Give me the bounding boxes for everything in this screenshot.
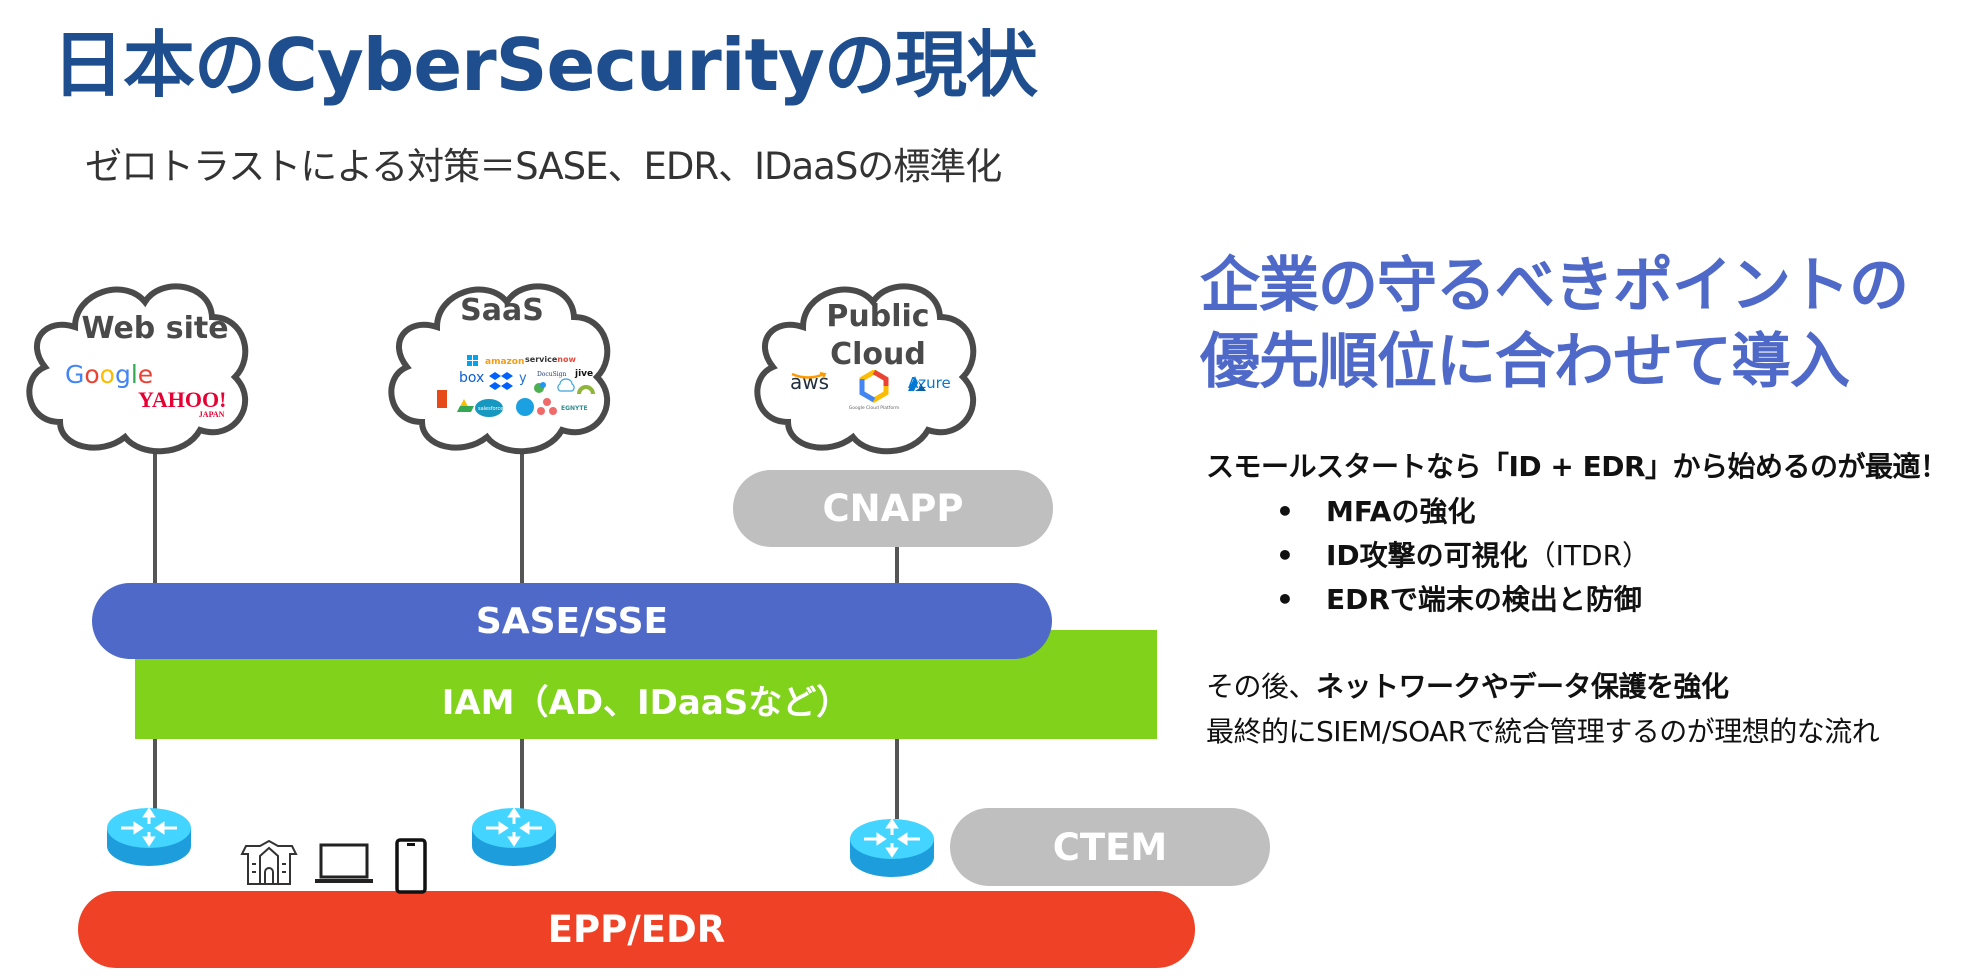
gcp-logo: Google Cloud Platform: [849, 370, 900, 410]
priority-heading-line-2: 優先順位に合わせて導入: [1200, 327, 1850, 397]
svg-text:EGNYTE: EGNYTE: [561, 405, 588, 412]
priority-heading-line-1: 企業の守るべきポイントの: [1200, 251, 1909, 321]
bullet-text: MFAの強化: [1326, 495, 1476, 528]
final-step-text: 最終的にSIEM/SOARで統合管理するのが理想的な流れ: [1206, 715, 1880, 748]
azure-icon: [908, 376, 926, 391]
router-icon: [850, 818, 934, 877]
router-icon: [472, 807, 556, 866]
bullet-item: • MFAの強化: [1276, 490, 1475, 530]
svg-text:salesforce: salesforce: [478, 406, 503, 412]
cloud-label-line-2: Cloud: [830, 337, 926, 372]
bullet-text: ID攻撃の可視化: [1326, 539, 1528, 572]
aws-smile-icon: [791, 372, 827, 379]
cloud-saas: SaaS amazon servicenow box y DocuSign ji…: [382, 272, 622, 457]
japan-text: JAPAN: [198, 410, 225, 419]
connector-line-saas-lower: [520, 739, 524, 809]
sase-sse-layer: SASE/SSE: [92, 583, 1052, 659]
svg-text:amazon: amazon: [485, 357, 524, 367]
ctem-layer: CTEM: [950, 808, 1270, 886]
aws-logo: aws: [790, 372, 829, 392]
cnapp-layer: CNAPP: [733, 470, 1053, 547]
cloud-label: SaaS: [460, 293, 544, 328]
after-prefix: その後、: [1206, 670, 1317, 703]
smartphone-icon: [395, 838, 427, 894]
after-step-text: その後、ネットワークやデータ保護を強化: [1206, 665, 1729, 705]
bullet-dot: •: [1276, 539, 1294, 572]
small-start-lead: スモールスタートなら「ID + EDR」から始めるのが最適！: [1206, 450, 1948, 483]
bullet-dot: •: [1276, 495, 1294, 528]
page-title: 日本のCyberSecurityの現状: [52, 23, 1038, 107]
yahoo-text: YAHOO!: [138, 387, 227, 412]
svg-text:servicenow: servicenow: [525, 355, 576, 364]
cloud-label: Web site: [81, 311, 229, 346]
bullet-item: • EDRで端末の検出と防御: [1276, 578, 1642, 618]
cloud-web-site: Web site Google YAHOO! JAPAN: [20, 272, 260, 457]
connector-line-cloud-lower: [895, 739, 899, 819]
connector-line-web-lower: [153, 739, 157, 809]
yahoo-japan-logo: YAHOO! JAPAN: [138, 389, 226, 419]
router-icon: [107, 807, 191, 866]
svg-text:box: box: [459, 370, 484, 386]
epp-edr-layer: EPP/EDR: [78, 891, 1195, 968]
laptop-icon: [315, 843, 373, 883]
google-logo: Google: [65, 360, 154, 389]
svg-text:jive: jive: [574, 369, 593, 379]
priority-heading: 企業の守るべきポイントの 優先順位に合わせて導入: [1200, 248, 1909, 400]
connector-line-saas: [520, 450, 524, 585]
svg-text:Google Cloud Platform: Google Cloud Platform: [849, 405, 900, 410]
saas-logos: amazon servicenow box y DocuSign jive sa…: [437, 355, 595, 417]
connector-line-cloud: [895, 545, 899, 585]
azure-logo: Azure: [908, 376, 951, 391]
svg-text:y: y: [519, 371, 527, 386]
subtitle: ゼロトラストによる対策＝SASE、EDR、IDaaSの標準化: [85, 145, 1002, 188]
cloud-outline-icon: [26, 283, 249, 455]
bullet-item: • ID攻撃の可視化（ITDR）: [1276, 534, 1650, 574]
connector-line-web: [153, 450, 157, 585]
cloud-public-cloud: Public Cloud aws Google Cloud Platform A…: [748, 272, 988, 457]
cloud-outline-icon: [754, 283, 977, 455]
bullet-note: （ITDR）: [1527, 539, 1651, 572]
azure-text: Azure: [908, 374, 951, 392]
bullet-text: EDRで端末の検出と防御: [1326, 583, 1642, 616]
bullet-dot: •: [1276, 583, 1294, 616]
cloud-label-line-1: Public: [826, 299, 930, 334]
after-bold: ネットワークやデータ保護を強化: [1316, 670, 1729, 703]
building-icon: [240, 840, 298, 885]
svg-text:DocuSign: DocuSign: [537, 371, 567, 378]
